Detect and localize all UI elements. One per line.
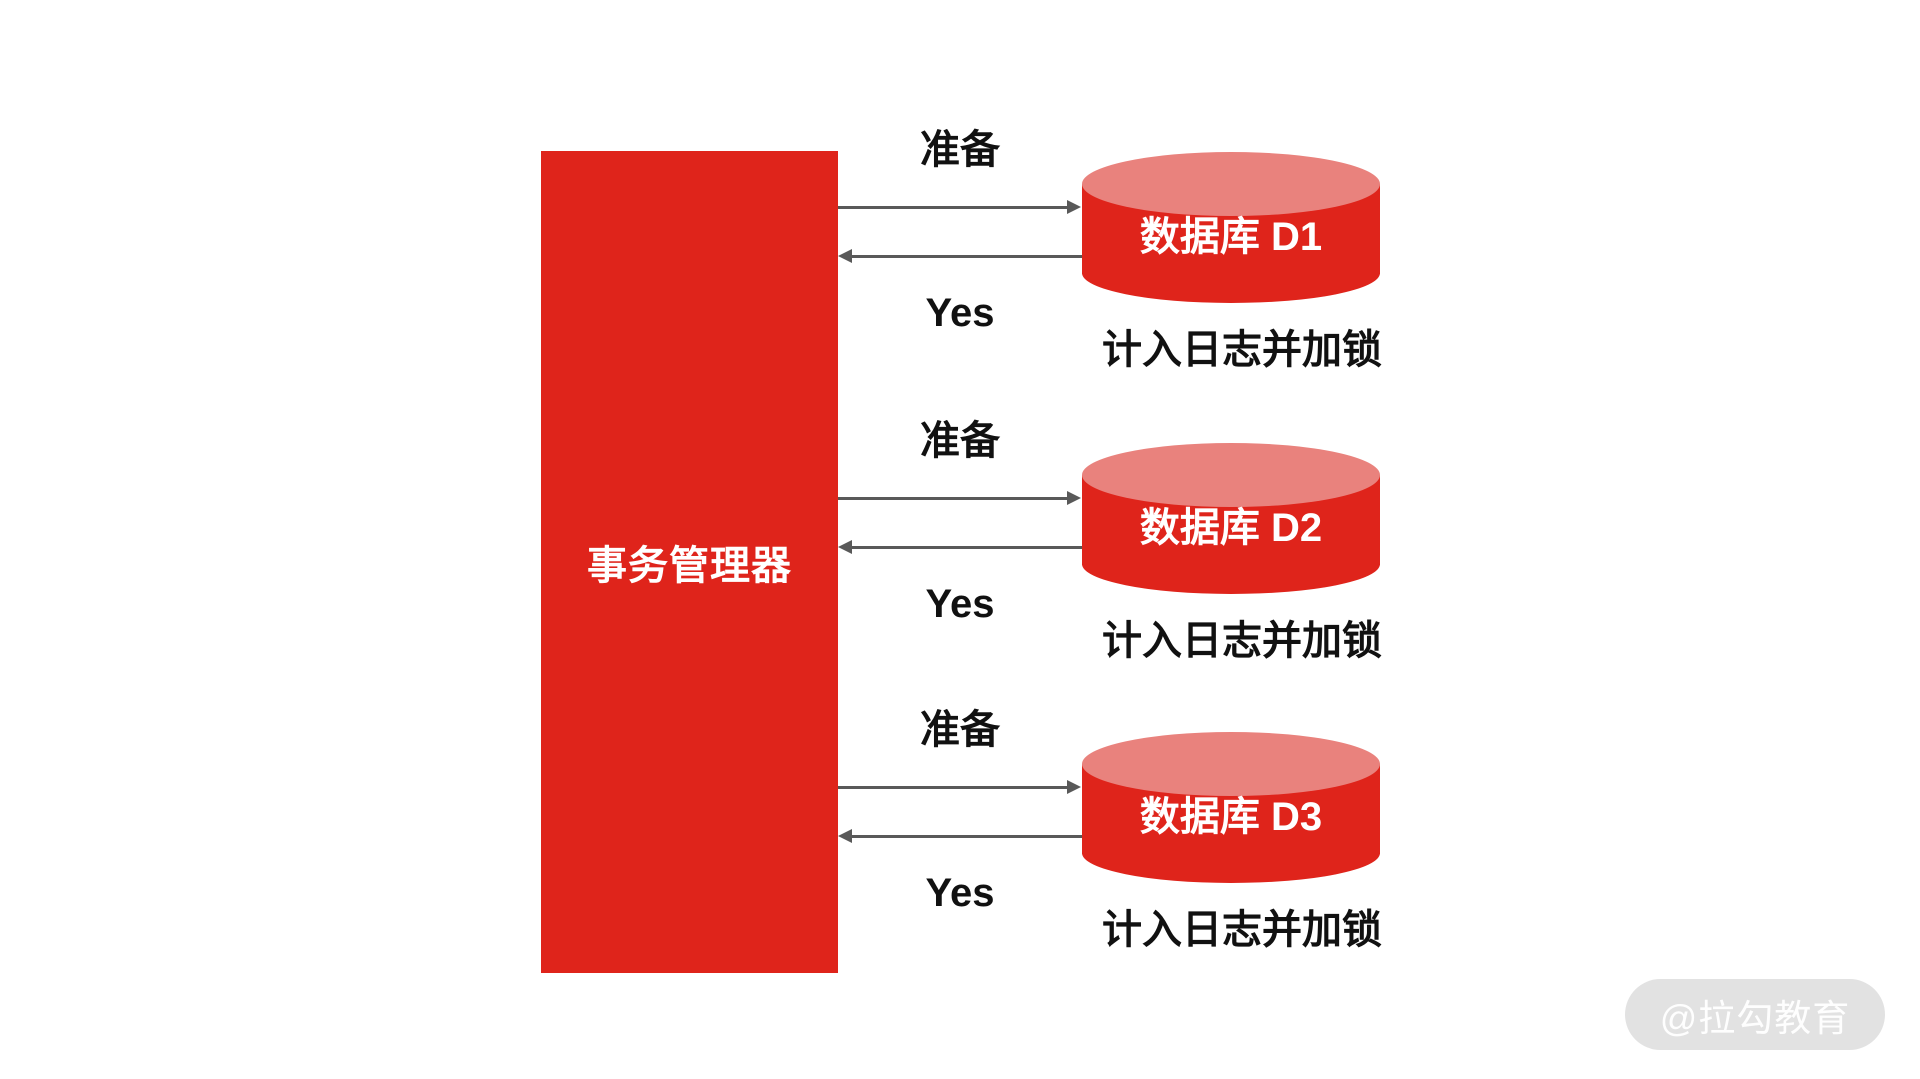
db-row-d1: 准备 Yes 数据库 D1 计入日志并加锁 [0,70,1920,372]
watermark-badge: @拉勾教育 [1625,979,1885,1050]
prepare-label: 准备 [920,128,1000,172]
prepare-arrow [838,491,1081,505]
reply-label: Yes [925,291,995,335]
arrow-line [850,546,1082,549]
database-label: 数据库 D1 [1139,215,1323,259]
arrow-line [838,497,1069,500]
reply-label: Yes [925,582,995,626]
arrow-line [838,206,1069,209]
reply-arrow [838,829,1082,843]
arrow-line [850,255,1082,258]
prepare-label: 准备 [920,708,1000,752]
reply-label: Yes [925,871,995,915]
arrowhead-right-icon [1067,200,1081,214]
arrowhead-left-icon [838,829,852,843]
watermark-label: @拉勾教育 [1659,997,1851,1039]
arrowhead-left-icon [838,249,852,263]
prepare-arrow [838,780,1081,794]
db-row-d3: 准备 Yes 数据库 D3 计入日志并加锁 [0,650,1920,952]
cylinder-cap [1082,732,1380,796]
reply-arrow [838,540,1082,554]
database-label: 数据库 D2 [1139,506,1323,550]
database-label: 数据库 D3 [1139,795,1323,839]
reply-arrow [838,249,1082,263]
transaction-manager-box: 事务管理器 [541,151,838,973]
prepare-arrow [838,200,1081,214]
arrow-line [850,835,1082,838]
log-lock-note: 计入日志并加锁 [1102,328,1382,372]
transaction-manager-label: 事务管理器 [587,544,792,588]
log-lock-note: 计入日志并加锁 [1102,619,1382,663]
arrowhead-left-icon [838,540,852,554]
log-lock-note: 计入日志并加锁 [1102,908,1382,952]
database-cylinder-d3: 数据库 D3 [1082,732,1380,883]
database-cylinder-d2: 数据库 D2 [1082,443,1380,594]
arrowhead-right-icon [1067,491,1081,505]
arrowhead-right-icon [1067,780,1081,794]
prepare-label: 准备 [920,419,1000,463]
cylinder-cap [1082,443,1380,507]
db-row-d2: 准备 Yes 数据库 D2 计入日志并加锁 [0,361,1920,663]
database-cylinder-d1: 数据库 D1 [1082,152,1380,303]
cylinder-cap [1082,152,1380,216]
arrow-line [838,786,1069,789]
